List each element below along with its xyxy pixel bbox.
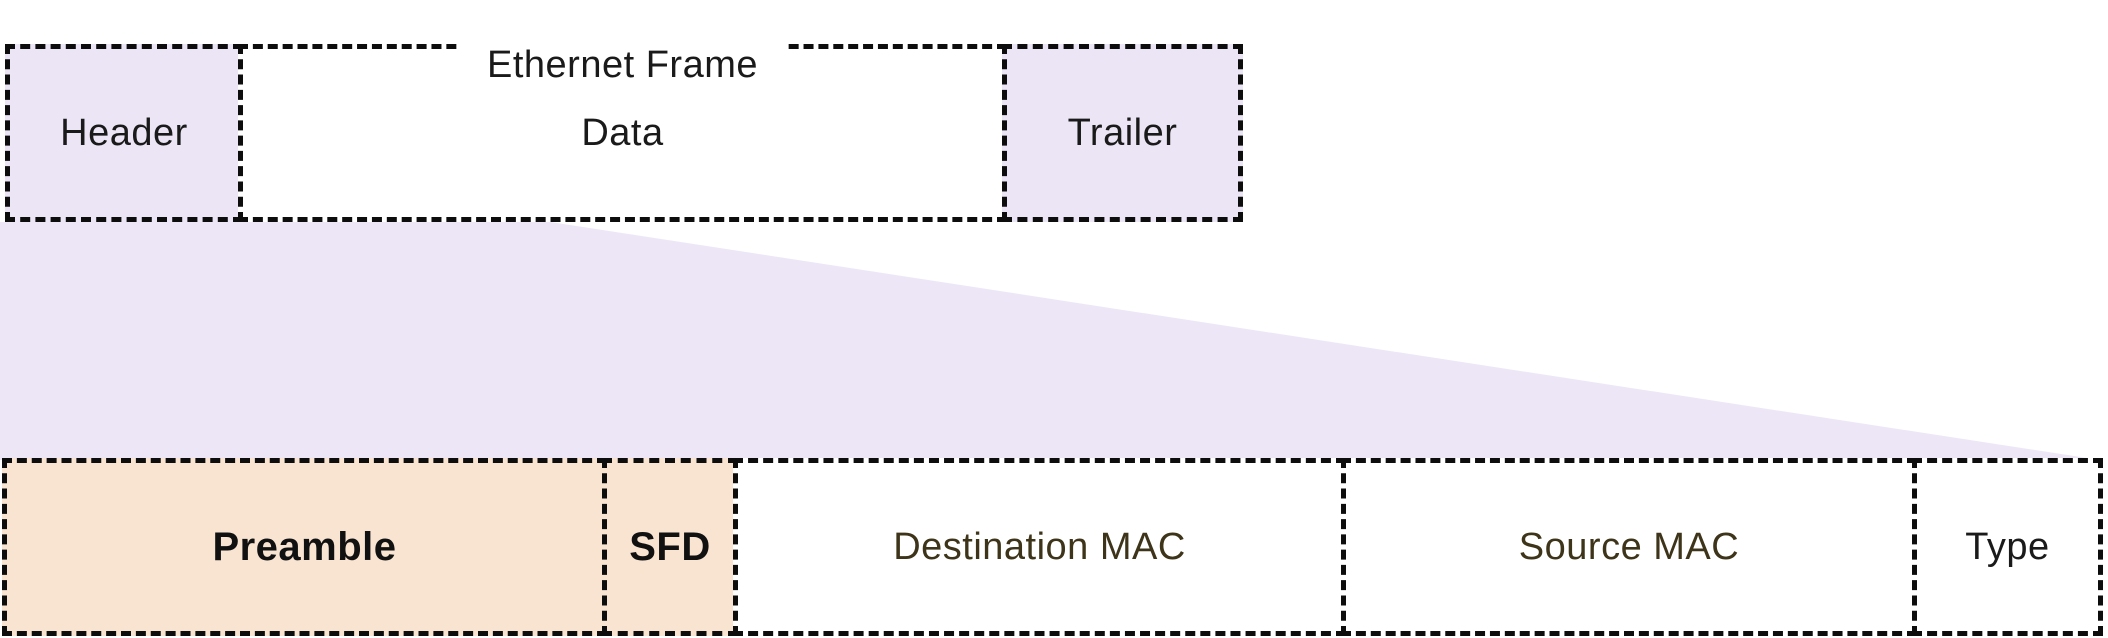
frame-box-trailer: Trailer [1002, 44, 1243, 222]
field-box-source-mac: Source MAC [1341, 458, 1917, 636]
expansion-triangle [0, 222, 2100, 460]
field-box-sfd: SFD [602, 458, 738, 636]
field-box-preamble: Preamble [2, 458, 607, 636]
frame-box-header: Header [5, 44, 243, 222]
field-box-type: Type [1912, 458, 2103, 636]
frame-title: Ethernet Frame [459, 38, 786, 86]
field-box-destination-mac: Destination MAC [733, 458, 1346, 636]
